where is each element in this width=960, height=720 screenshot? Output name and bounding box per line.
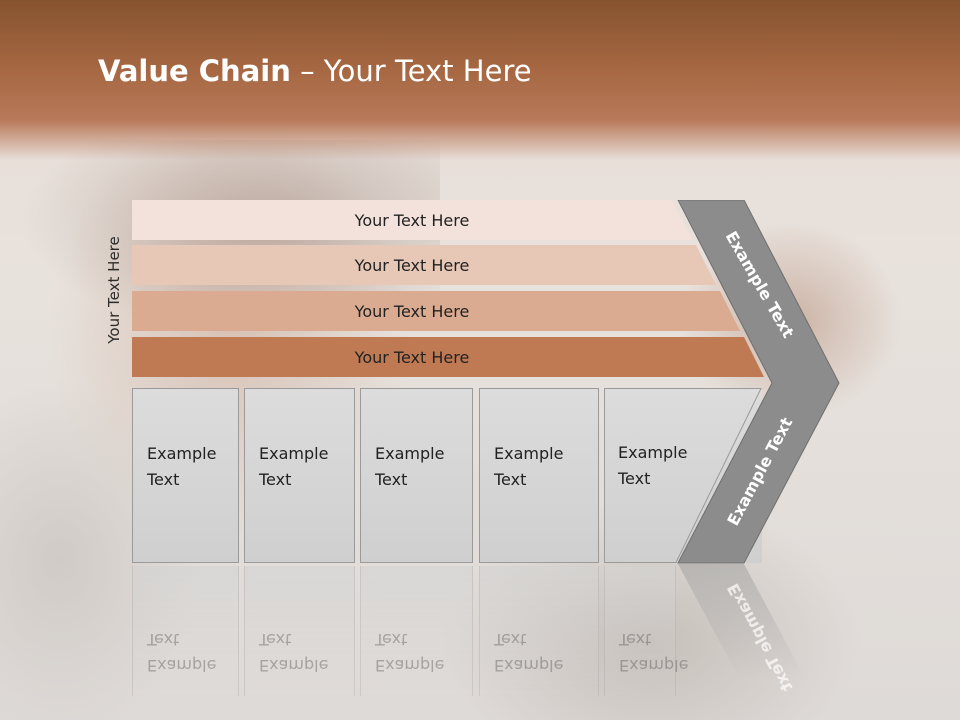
column-text-line1: Example [494,444,564,463]
title-rest: – Your Text Here [290,54,532,88]
column-text-line1: Example [147,444,217,463]
column-text-line2: Text [259,470,292,489]
support-row-2[interactable]: Your Text Here [132,245,716,285]
support-row-label: Your Text Here [354,301,470,321]
support-row-label: Your Text Here [354,255,470,275]
column-text-line1: Example [618,443,688,462]
column-text-line2: Text [147,470,180,489]
support-row-4[interactable]: Your Text Here [132,337,764,377]
primary-column-3[interactable]: Example Text [360,388,473,563]
support-row-label: Your Text Here [354,347,470,367]
column-text-line2: Text [494,470,527,489]
slide-title: Value Chain – Your Text Here [98,54,532,88]
margin-chevron[interactable] [676,200,846,700]
column-text-line1: Example [259,444,329,463]
title-banner [0,0,960,160]
support-row-3[interactable]: Your Text Here [132,291,740,331]
support-row-1[interactable]: Your Text Here [132,200,692,240]
column-5-shape [604,388,762,563]
chevron-shape [677,200,840,564]
title-bold: Value Chain [98,54,291,88]
support-row-label: Your Text Here [354,210,470,230]
column-text-line2: Text [375,470,408,489]
primary-column-4[interactable]: Example Text [479,388,599,563]
chevron-reflection [678,564,806,680]
primary-column-2[interactable]: Example Text [244,388,355,563]
primary-column-1[interactable]: Example Text [132,388,239,563]
vertical-axis-label: Your Text Here [105,236,123,344]
column-text-line2: Text [618,469,651,488]
column-text-line1: Example [375,444,445,463]
